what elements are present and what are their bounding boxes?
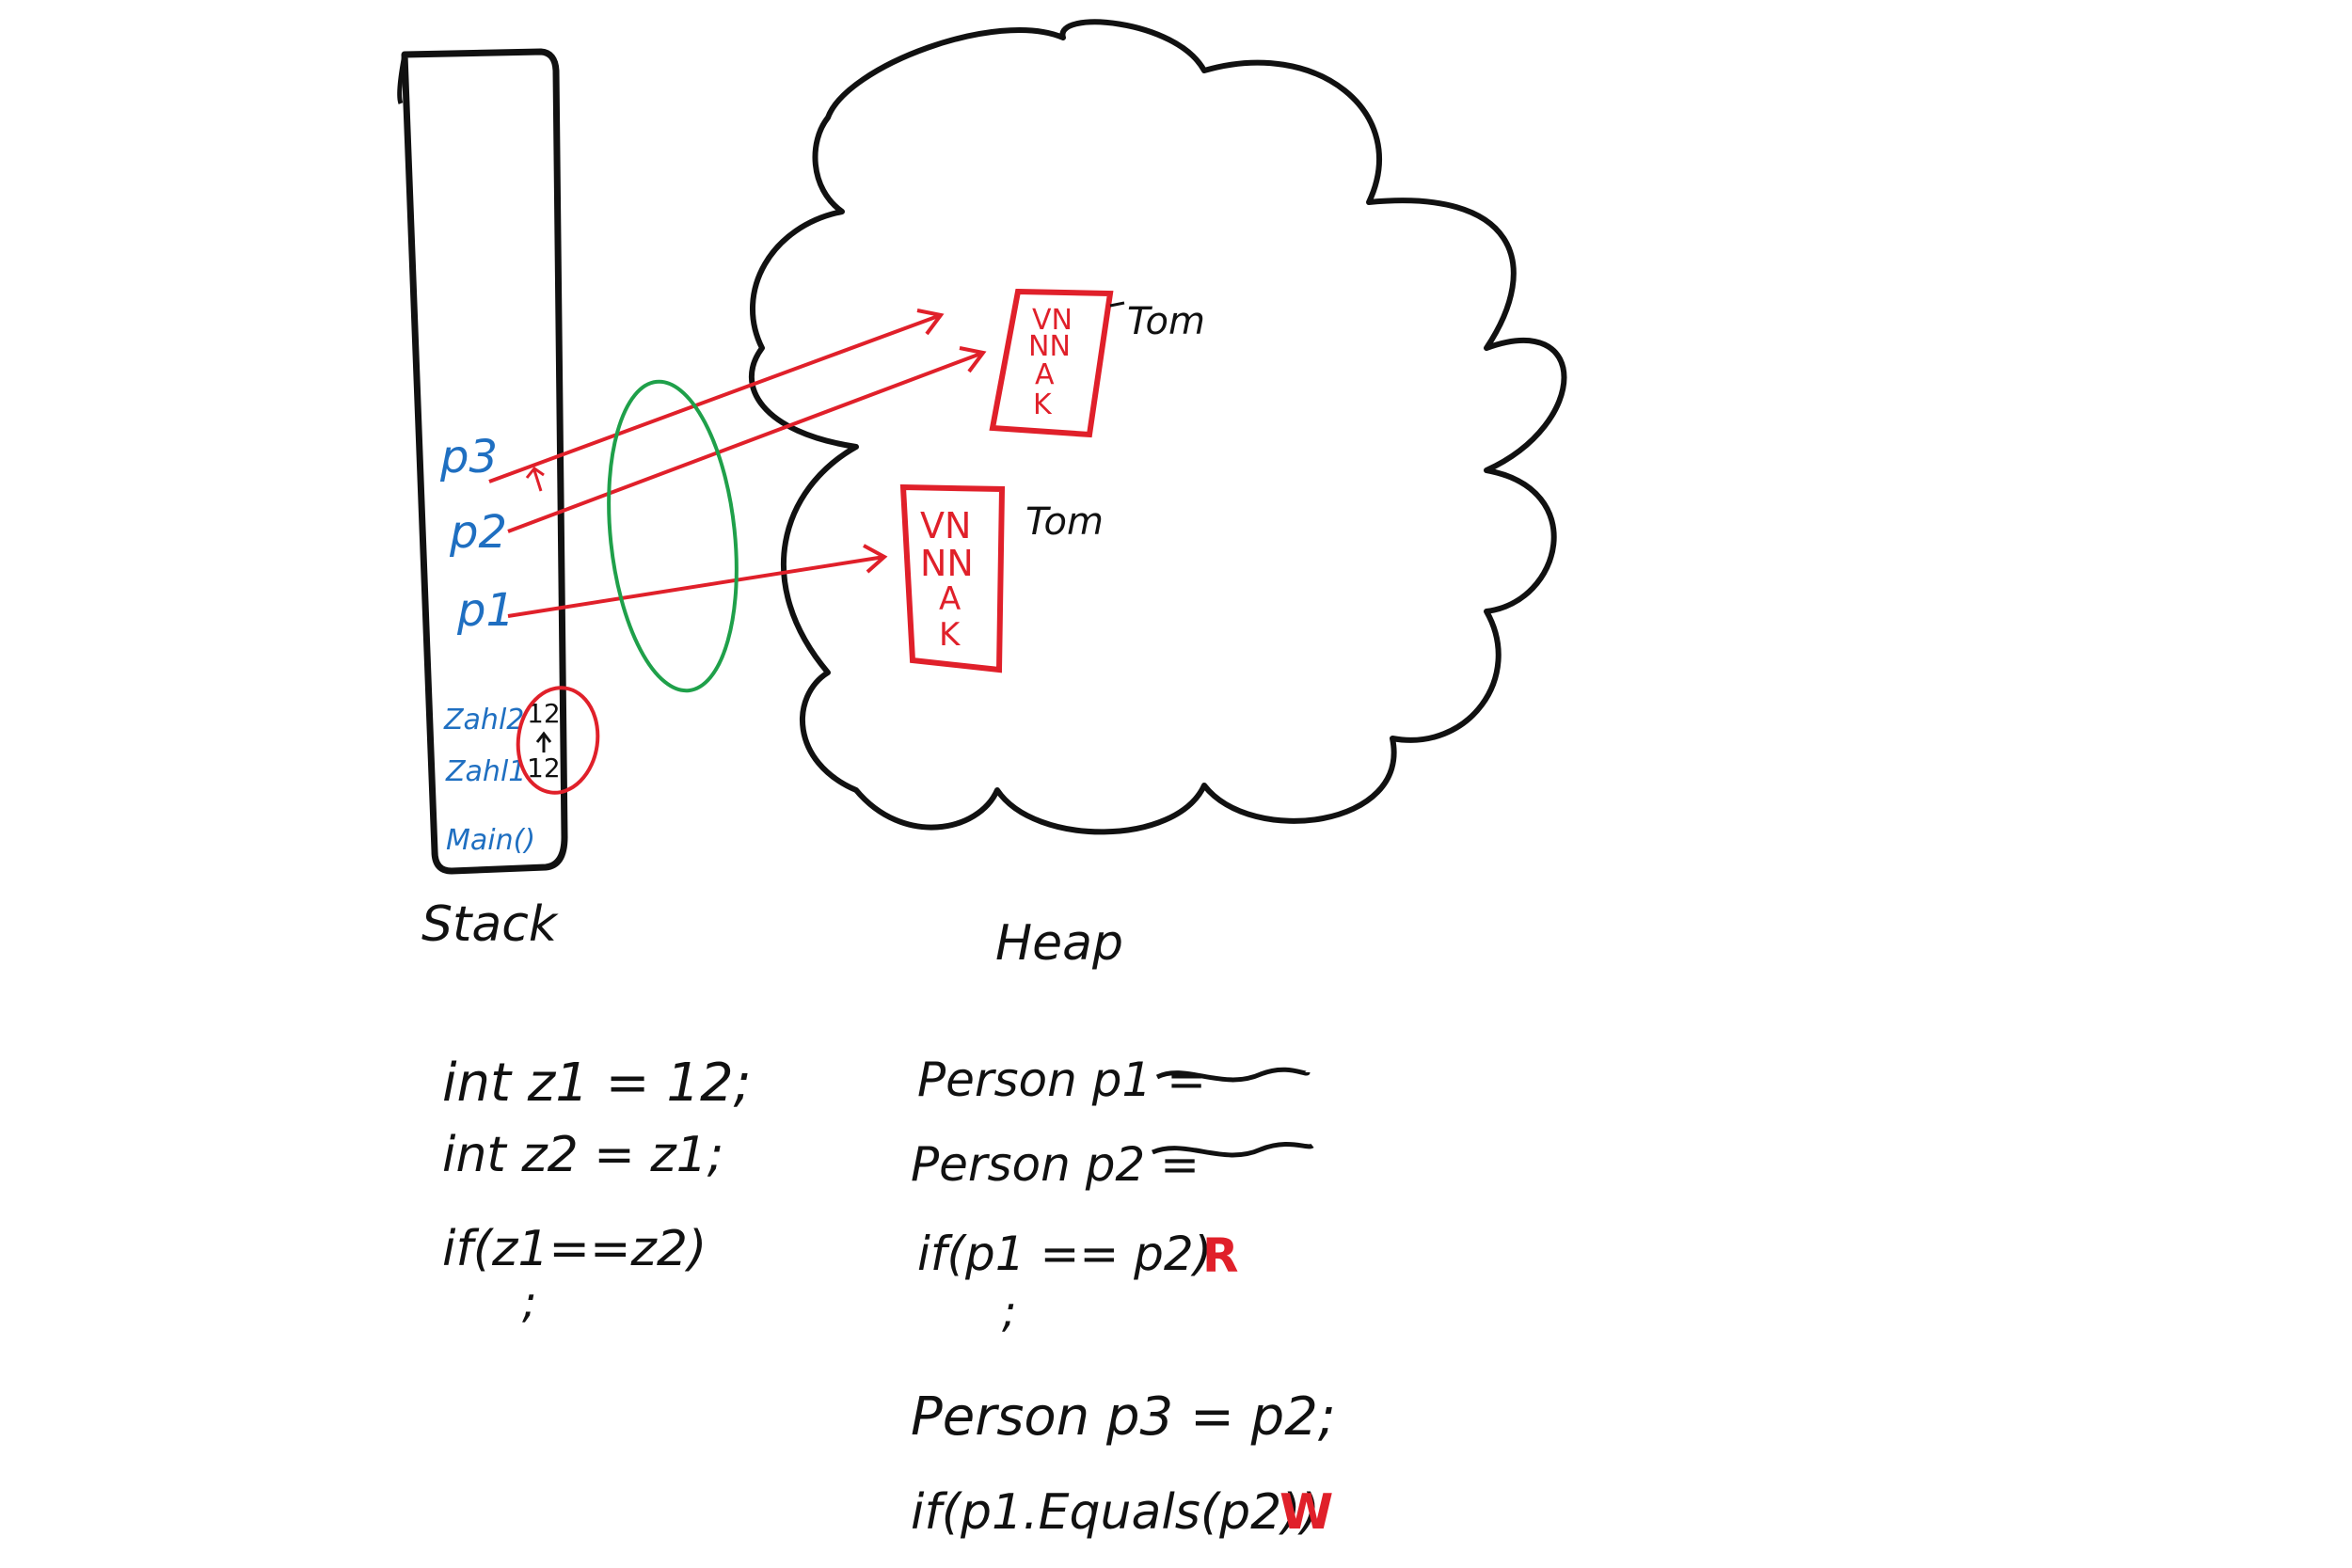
code-right-line-1: Person p1 =: [917, 1053, 1206, 1107]
heap-object-2-field-vn: VN: [920, 505, 971, 546]
code-right-placeholder-1: [1155, 1067, 1311, 1083]
heap-object-2-field-k: K: [939, 616, 961, 654]
code-left-line-3: if(z1==z2): [442, 1221, 707, 1277]
stack-value-zahl1: 12: [527, 752, 561, 784]
heap-object-2-name: Tom: [1025, 500, 1104, 544]
code-right-line-4: ;: [1002, 1286, 1017, 1337]
value-copy-arrow: [535, 731, 552, 752]
heap-object-2: [899, 483, 1006, 673]
stack-column: [401, 48, 568, 875]
reference-arrow-p1-head: [863, 544, 888, 574]
heap-title: Heap: [995, 915, 1123, 972]
stack-var-p3: p3: [439, 431, 498, 483]
code-right-placeholder-2: [1152, 1142, 1314, 1158]
assignment-arrow: [525, 466, 545, 492]
heap-object-1-field-k: K: [1033, 388, 1053, 421]
reference-arrow-p2: [507, 351, 984, 533]
code-right-line-5: Person p3 = p2;: [911, 1386, 1336, 1448]
heap-object-1-field-vn: VN: [1032, 304, 1073, 337]
heap-object-2-field-nn: NN: [920, 543, 974, 584]
reference-compare-ellipse: [607, 379, 739, 693]
heap-object-2-field-a: A: [939, 580, 961, 618]
stack-column-inner-edge: [397, 54, 407, 104]
heap-object-1-name-line: [1109, 301, 1125, 308]
heap-object-1: [989, 288, 1114, 438]
stack-var-p2: p2: [449, 506, 507, 559]
heap-object-1-field-nn: NN: [1028, 330, 1071, 363]
reference-arrow-p3: [488, 313, 942, 483]
code-right-mark-w: W: [1279, 1484, 1333, 1541]
code-left-line-4: ;: [522, 1276, 537, 1327]
reference-arrow-p2-head: [959, 346, 987, 373]
value-compare-circle: [516, 686, 600, 795]
stack-var-zahl1: Zahl1: [445, 755, 526, 788]
stack-var-zahl2: Zahl2: [443, 704, 524, 736]
heap-cloud: [748, 19, 1567, 835]
reference-arrow-p3-head: [916, 309, 945, 336]
reference-arrow-p1: [507, 555, 885, 618]
heap-object-1-field-a: A: [1035, 358, 1055, 391]
code-left-line-1: int z1 = 12;: [442, 1053, 751, 1114]
stack-var-main: Main(): [446, 824, 535, 857]
stack-var-p1: p1: [456, 584, 515, 637]
code-left-line-2: int z2 = z1;: [442, 1127, 723, 1183]
heap-object-1-name: Tom: [1127, 300, 1205, 343]
code-right-line-3: if(p1 == p2): [917, 1227, 1212, 1281]
code-right-line-2: Person p2 =: [911, 1137, 1200, 1192]
code-right-mark-r: R: [1202, 1228, 1239, 1283]
code-right-line-6: if(p1.Equals(p2)): [911, 1484, 1320, 1541]
stack-title: Stack: [421, 896, 559, 953]
